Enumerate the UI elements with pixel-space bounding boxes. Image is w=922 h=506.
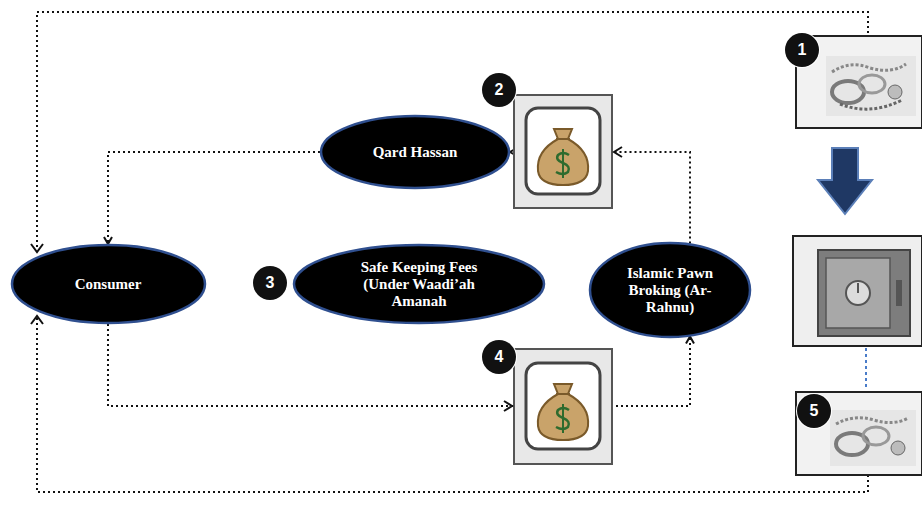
safe-hinge — [896, 280, 902, 306]
chain-shape — [840, 100, 902, 109]
text-column: Consumer — [75, 276, 142, 293]
chain-shape — [836, 418, 908, 424]
ellipse-node: Qard Hassan — [319, 114, 511, 190]
safe-door — [826, 258, 890, 328]
safe-body — [818, 250, 910, 336]
node-label: Islamic Pawn Broking (Ar-Rahnu) — [616, 265, 724, 316]
node-body: Safe Keeping Fees (Under Waadi’ah Amanah — [292, 243, 546, 325]
arrow-head — [614, 147, 622, 157]
node-body: Consumer — [10, 243, 207, 325]
money-bag-picture — [514, 95, 612, 208]
chain-shape — [832, 64, 906, 72]
arrow-head — [31, 244, 43, 252]
bag-shape — [538, 384, 588, 440]
ellipse-shape — [294, 245, 544, 323]
node-body: Islamic Pawn Broking (Ar-Rahnu) — [588, 241, 752, 339]
node-label: Consumer — [75, 276, 142, 293]
picture-frame — [514, 349, 612, 464]
bag-tie — [556, 393, 570, 395]
dollar-symbol — [562, 149, 564, 178]
picture-frame — [796, 392, 922, 475]
dotted-flow-line — [37, 12, 868, 250]
bag-shape — [538, 129, 588, 185]
ellipse-node: Consumer — [10, 243, 207, 325]
ellipse-shape — [590, 243, 750, 337]
text-column: Qard Hassan — [373, 144, 458, 161]
ellipse-shape — [12, 245, 205, 323]
gem-shape — [891, 441, 905, 455]
node-label: Qard Hassan — [373, 144, 458, 161]
block-arrow — [818, 148, 872, 214]
money-bag-picture — [514, 349, 612, 464]
dollar-symbol — [562, 404, 564, 433]
callout-number: 3 — [253, 266, 287, 300]
arrow-head — [31, 316, 43, 324]
ellipse-node: Islamic Pawn Broking (Ar-Rahnu) — [588, 241, 752, 339]
ellipse-node: Safe Keeping Fees (Under Waadi’ah Amanah — [292, 243, 546, 325]
picture-ground — [830, 410, 916, 466]
safe-picture — [793, 236, 922, 346]
text-column: Islamic Pawn Broking (Ar-Rahnu) — [616, 265, 724, 316]
picture-frame — [793, 236, 922, 346]
safe-dial — [846, 281, 870, 305]
callout-number: 1 — [785, 33, 819, 67]
jewellery-picture — [796, 392, 922, 475]
callout-number: 5 — [797, 394, 831, 428]
text-column: Safe Keeping Fees (Under Waadi’ah Amanah — [339, 259, 499, 310]
node-body: Qard Hassan — [319, 114, 511, 190]
ellipse-shape — [321, 116, 509, 188]
arrow-head — [504, 401, 512, 411]
gem-shape — [888, 85, 902, 99]
callout-number: 4 — [482, 340, 516, 374]
dotted-link — [865, 348, 867, 390]
ring-shape — [863, 427, 889, 445]
dotted-flow-line — [37, 318, 868, 492]
ring-shape — [859, 75, 885, 93]
picture-frame — [514, 95, 612, 208]
node-label: Safe Keeping Fees (Under Waadi’ah Amanah — [339, 259, 499, 310]
icon-frame — [526, 363, 600, 449]
bag-tie — [556, 138, 570, 140]
icon-frame — [526, 108, 600, 194]
safe-dial — [857, 283, 859, 293]
picture-ground — [826, 56, 916, 116]
dotted-connector — [108, 152, 320, 244]
callout-number: 2 — [482, 73, 516, 107]
